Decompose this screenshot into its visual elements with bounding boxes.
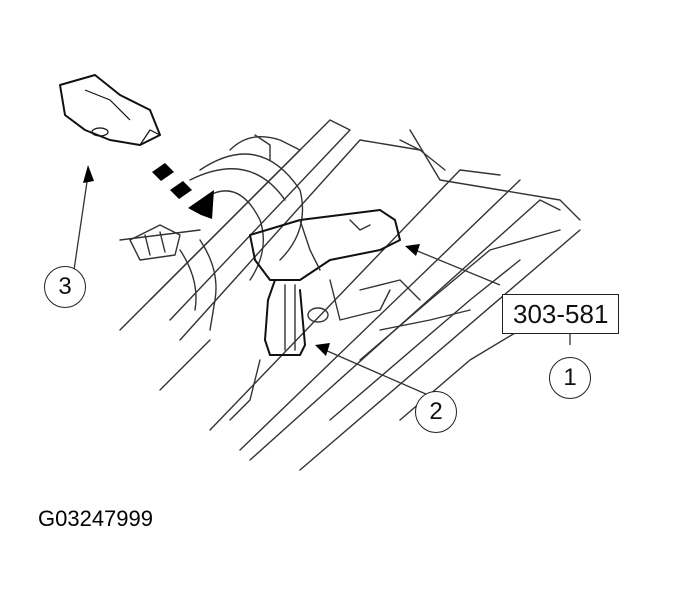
- tool-number: 303-581: [513, 299, 609, 329]
- tool-number-label: 303-581: [502, 294, 620, 334]
- callout-2: 2: [415, 391, 457, 433]
- callout-1: 1: [549, 357, 591, 399]
- callout-number: 1: [563, 364, 577, 391]
- figure-id: G03247999: [38, 506, 153, 531]
- callout-number: 3: [58, 273, 72, 300]
- callout-3: 3: [44, 266, 86, 308]
- callout-number: 2: [429, 398, 443, 425]
